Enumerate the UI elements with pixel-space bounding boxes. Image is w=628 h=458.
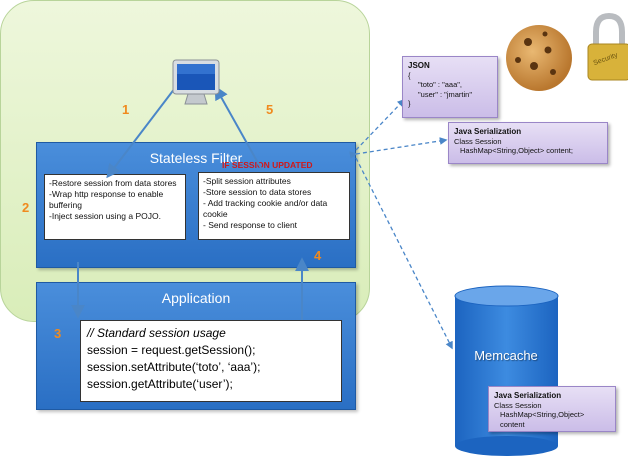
java-note-line: Class Session xyxy=(494,400,542,410)
session-updated-label: IF SESSION UPDATED xyxy=(222,160,313,170)
dashed-arrow-memcache xyxy=(355,157,453,350)
java-note-line: Class Session xyxy=(454,136,502,146)
json-note-line: { xyxy=(408,70,411,80)
code-line: session.getAttribute(‘user’); xyxy=(87,377,233,391)
padlock-icon xyxy=(587,12,628,81)
code-block: // Standard session usage session = requ… xyxy=(80,320,342,402)
cookie-icon xyxy=(506,25,572,91)
code-line: session.setAttribute(‘toto’, ‘aaa’); xyxy=(87,360,261,374)
dashed-arrow-java xyxy=(349,137,448,159)
step-3-label: 3 xyxy=(54,326,62,341)
step-1-label: 1 xyxy=(122,102,130,117)
step-5-label: 5 xyxy=(266,102,274,117)
java-note-line: HashMap<String,Object> content; xyxy=(460,146,573,155)
dashed-arrow-json xyxy=(355,98,406,151)
filter-left-line: -Restore session from data stores xyxy=(49,178,177,188)
java-serialization-note-bottom: Java Serialization Class Session HashMap… xyxy=(488,386,616,432)
java-note-title: Java Serialization xyxy=(454,127,522,136)
code-comment: // Standard session usage xyxy=(87,326,226,340)
json-note: JSON { "toto" : "aaa", "user" : "jmartin… xyxy=(402,56,498,118)
filter-store-box: -Split session attributes -Store session… xyxy=(198,172,350,240)
java-note-line: HashMap<String,Object> content xyxy=(500,410,585,429)
filter-right-line: -Split session attributes xyxy=(203,176,291,186)
filter-title: Stateless Filter xyxy=(149,150,243,166)
step-2-label: 2 xyxy=(22,200,30,215)
code-line: session = request.getSession(); xyxy=(87,343,256,357)
json-note-line: } xyxy=(408,99,411,108)
monitor-icon xyxy=(172,59,220,105)
json-note-title: JSON xyxy=(408,61,430,70)
filter-left-line: -Inject session using a POJO. xyxy=(49,211,161,221)
step-4-label: 4 xyxy=(314,248,322,263)
filter-right-line: - Add tracking cookie and/or data cookie xyxy=(203,198,328,219)
arrow-1 xyxy=(106,87,176,179)
filter-left-line: -Wrap http response to enable buffering xyxy=(49,189,164,210)
java-note-title: Java Serialization xyxy=(494,391,562,400)
arrow-5 xyxy=(214,85,263,171)
json-note-line: "user" : "jmartin" xyxy=(418,89,472,99)
filter-right-line: -Store session to data stores xyxy=(203,187,312,197)
json-note-line: "toto" : "aaa", xyxy=(418,80,463,89)
application-title: Application xyxy=(161,290,231,306)
java-serialization-note-top: Java Serialization Class Session HashMap… xyxy=(448,122,608,164)
memcache-label: Memcache xyxy=(474,348,538,363)
filter-right-line: - Send response to client xyxy=(203,220,298,230)
